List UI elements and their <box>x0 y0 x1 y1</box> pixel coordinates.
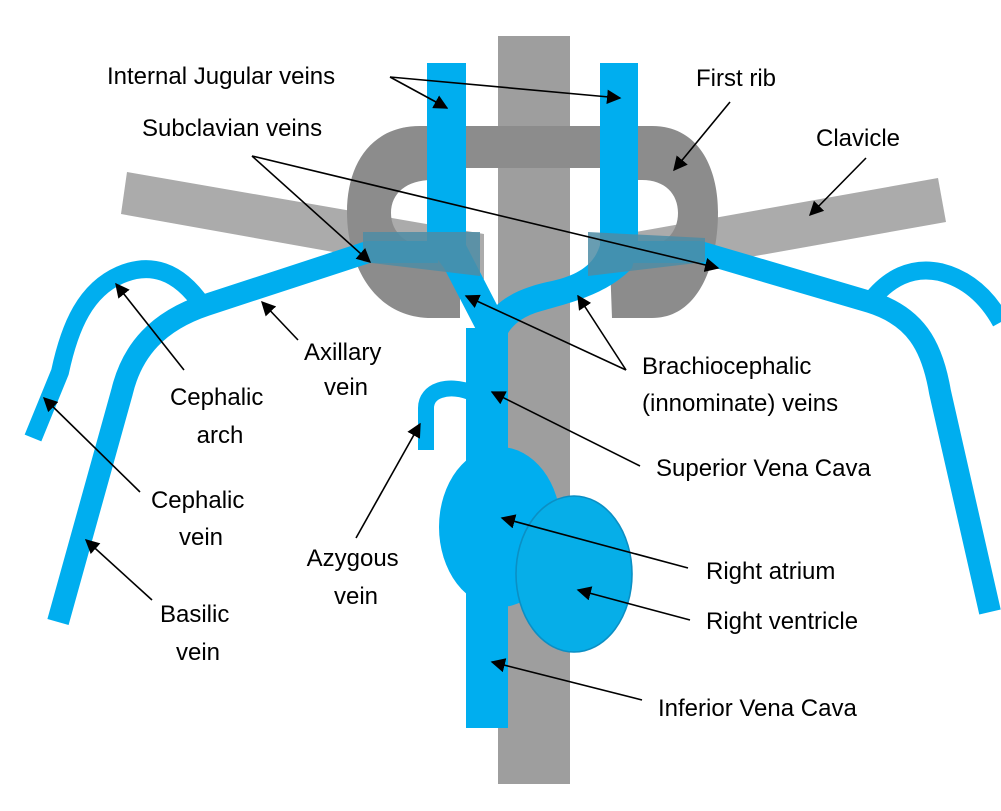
leader-axillary <box>261 300 299 341</box>
label-ivc: Inferior Vena Cava <box>658 695 857 722</box>
label-basilic: Basilic vein <box>160 601 236 666</box>
leader-cephalic-vein <box>42 396 141 493</box>
label-right-atrium: Right atrium <box>706 558 835 585</box>
label-right-ventricle: Right ventricle <box>706 608 858 635</box>
label-azygous: Azygous vein <box>307 545 406 610</box>
leader-subclavian-left <box>251 155 372 263</box>
leader-brachio-left <box>464 294 627 371</box>
leader-svc <box>490 391 641 467</box>
label-internal-jugular: Internal Jugular veins <box>107 63 335 90</box>
label-cephalic-arch: Cephalic arch <box>170 384 270 449</box>
right-ventricle <box>515 495 633 653</box>
label-clavicle: Clavicle <box>816 125 900 152</box>
leader-ivc <box>490 658 643 701</box>
cephalic-arch-right <box>862 261 1001 327</box>
label-cephalic-vein: Cephalic vein <box>151 487 251 551</box>
label-first-rib: First rib <box>696 65 776 92</box>
leader-clavicle <box>808 157 867 217</box>
leader-jugular-left <box>389 76 449 109</box>
azygous-vein <box>418 380 473 450</box>
rib-crossbar <box>455 126 610 168</box>
overlap-left <box>363 232 480 276</box>
subclavian-axillary-left <box>47 241 438 625</box>
leader-right-atrium <box>500 514 689 569</box>
leader-lines <box>42 76 867 701</box>
leader-jugular-right <box>389 76 622 104</box>
leader-subclavian-right <box>251 155 720 272</box>
label-subclavian: Subclavian veins <box>142 115 322 142</box>
cephalic-arch-left <box>24 260 210 442</box>
leader-right-ventricle <box>576 586 691 621</box>
labels: Internal Jugular veins First rib Subclav… <box>107 63 900 722</box>
leader-cephalic-arch <box>115 282 185 371</box>
internal-jugular-left <box>427 63 466 248</box>
internal-jugular-right <box>600 63 638 248</box>
leader-basilic <box>84 539 153 601</box>
leader-first-rib <box>673 101 731 172</box>
leader-brachio-right <box>577 294 627 371</box>
leader-azygous <box>355 422 421 539</box>
label-brachiocephalic: Brachiocephalic (innominate) veins <box>642 353 838 417</box>
label-axillary: Axillary vein <box>304 339 388 401</box>
label-svc: Superior Vena Cava <box>656 455 871 482</box>
